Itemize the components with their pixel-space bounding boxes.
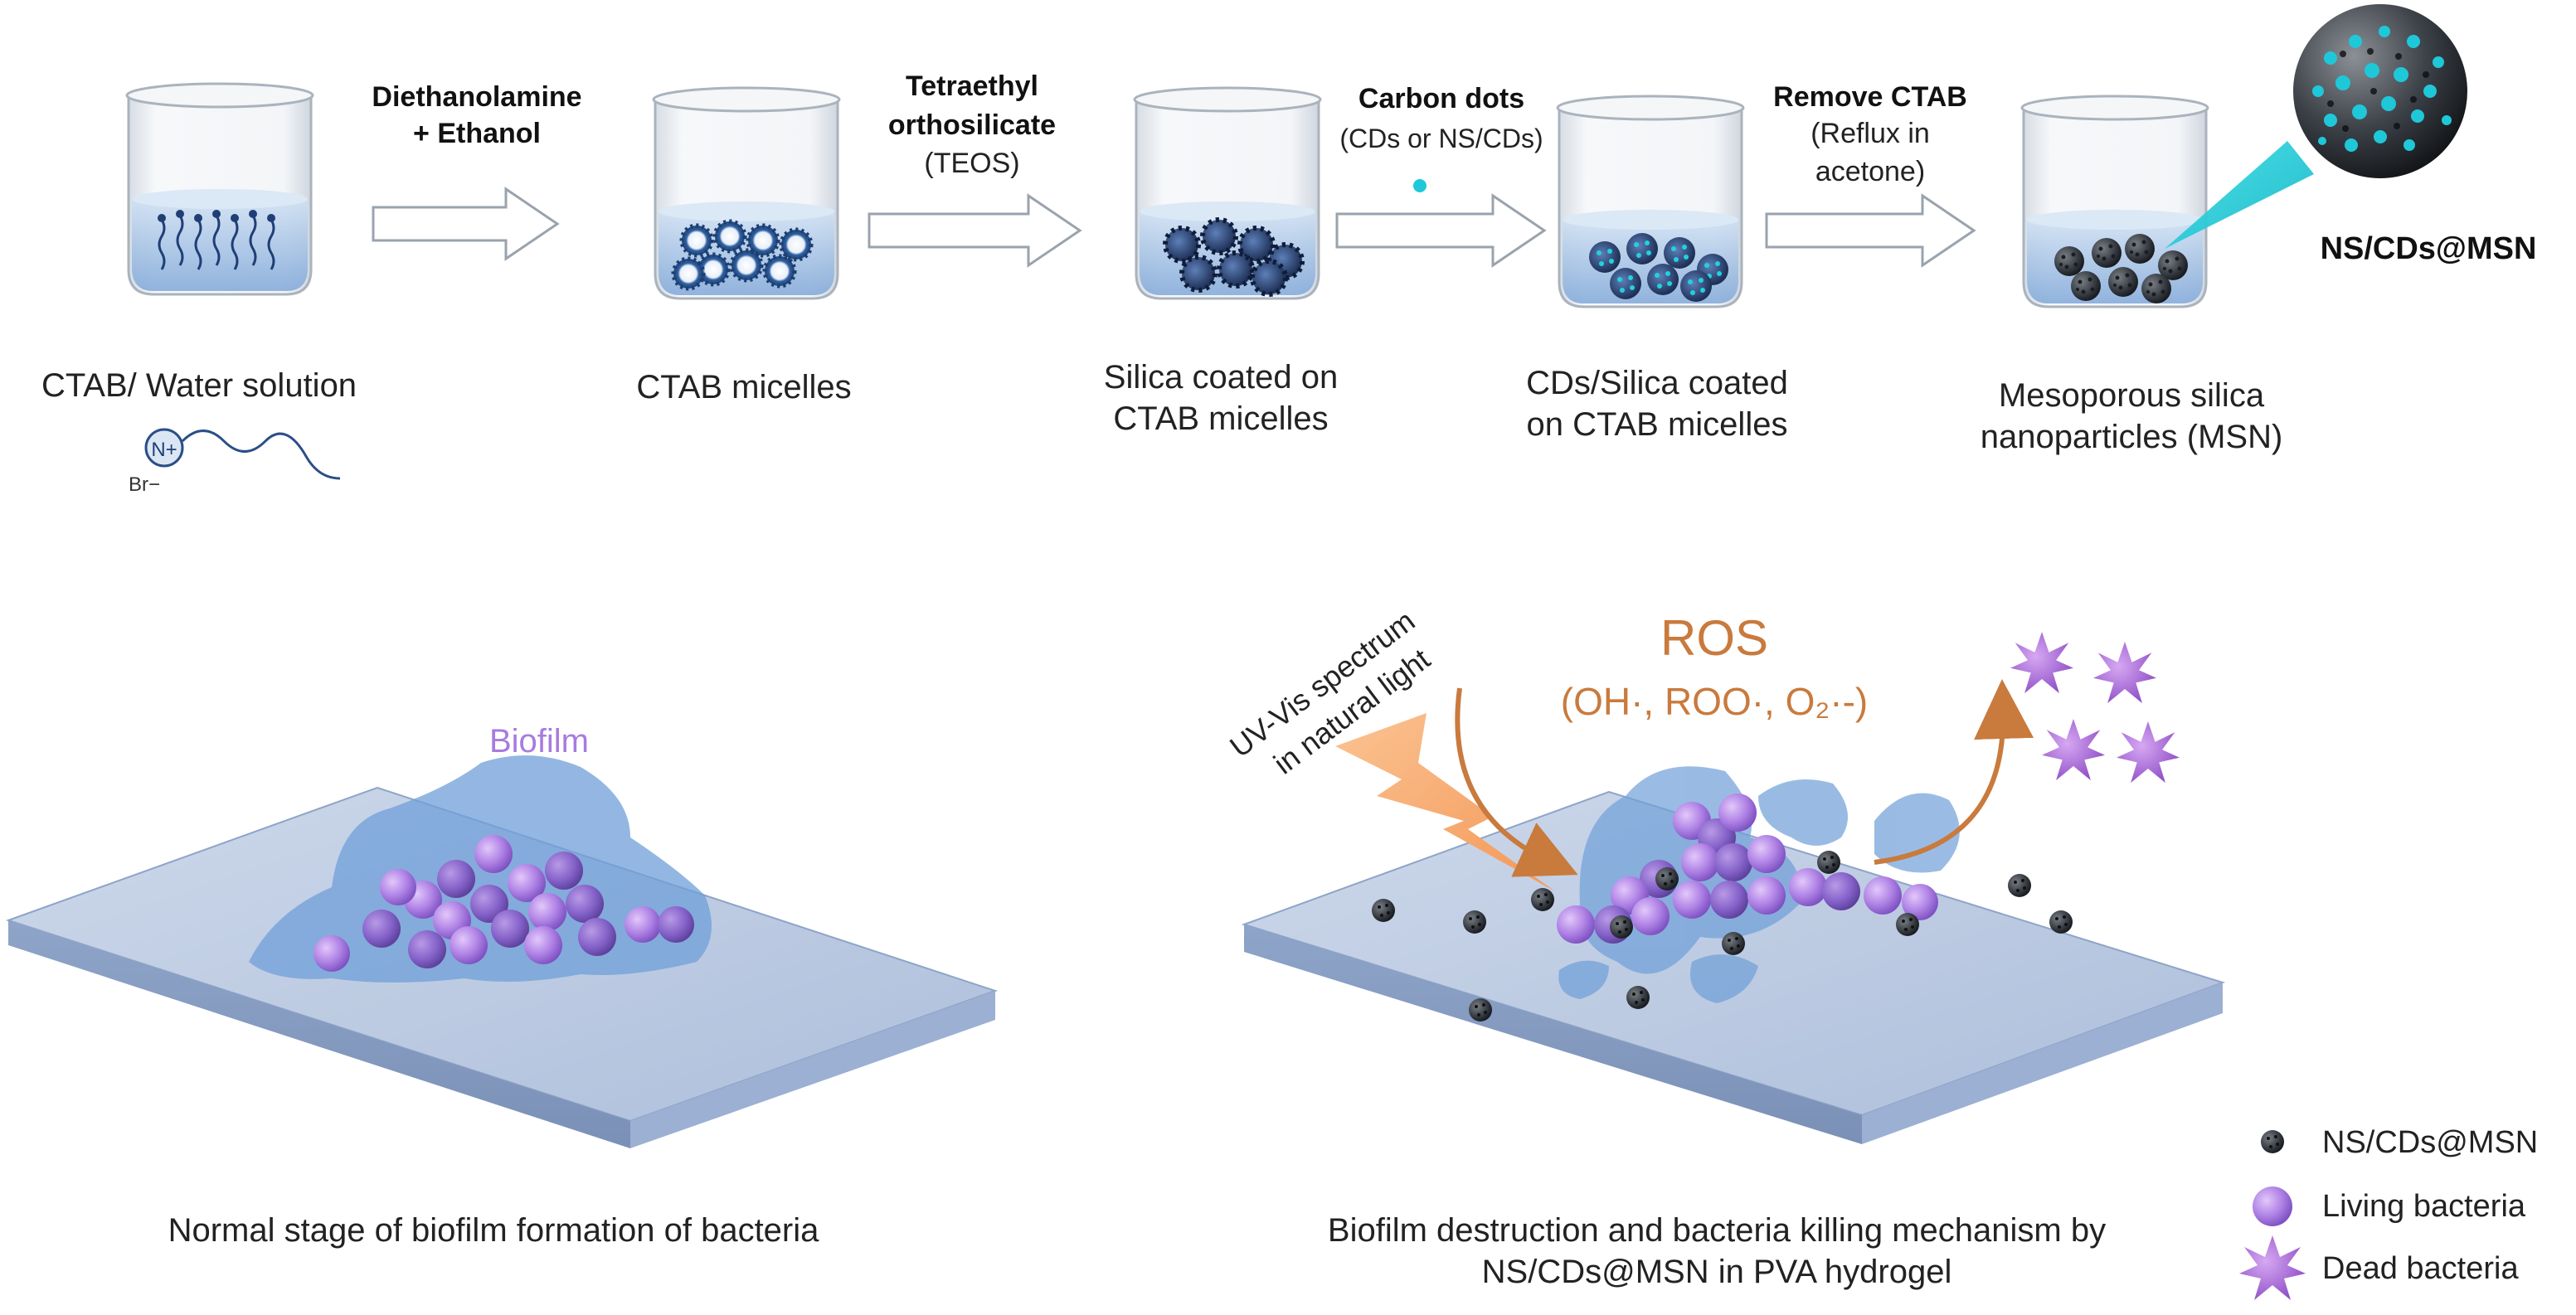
arrow1-label-line2: + Ethanol xyxy=(413,118,541,149)
legend-item-dead: Dead bacteria xyxy=(2322,1251,2519,1286)
product-label: NS/CDs@MSN xyxy=(2321,231,2537,266)
step1-label: CTAB/ Water solution xyxy=(41,367,357,404)
step4-label-line1: CDs/Silica coated xyxy=(1526,365,1788,401)
arrow2-label-line1: Tetraethyl xyxy=(906,70,1038,102)
beaker-silica-coated xyxy=(1133,86,1322,300)
ros-title: ROS xyxy=(1660,610,1768,666)
step5-label-line1: Mesoporous silica xyxy=(1999,377,2265,414)
process-arrow-2 xyxy=(868,193,1082,268)
legend-msn-icon xyxy=(2261,1130,2284,1153)
arrow1-label-line1: Diethanolamine xyxy=(372,81,581,113)
arrow2-label-line3: (TEOS) xyxy=(924,148,1019,179)
carbon-dot-icon xyxy=(1413,179,1427,192)
legend-item-living: Living bacteria xyxy=(2322,1189,2526,1224)
step4-label-line2: on CTAB micelles xyxy=(1527,406,1788,443)
beaker-msn xyxy=(2020,95,2209,308)
ros-arrow-out xyxy=(1874,679,2034,865)
step2-label: CTAB micelles xyxy=(636,369,851,405)
ros-species: (OH·, ROO·, O₂·-) xyxy=(1561,680,1868,723)
beaker-ctab-micelles xyxy=(652,86,841,300)
arrow3-label-line2: (CDs or NS/CDs) xyxy=(1339,124,1543,153)
beaker-ctab-water xyxy=(125,82,314,296)
ctab-molecule-icon: N+ Br− xyxy=(129,428,341,496)
process-arrow-1 xyxy=(372,187,560,261)
msn-sphere-zoom xyxy=(2293,4,2467,178)
molecule-anion: Br− xyxy=(129,473,160,496)
arrow4-label-line3: acetone) xyxy=(1815,156,1925,187)
biofilm-label: Biofilm xyxy=(489,723,589,759)
step3-label-line2: CTAB micelles xyxy=(1113,400,1328,437)
zoom-beam xyxy=(2165,141,2314,249)
legend-item-msn: NS/CDs@MSN xyxy=(2322,1125,2538,1160)
light-bolt-icon xyxy=(1335,713,1555,891)
step3-label-line1: Silica coated on xyxy=(1104,359,1338,395)
legend: NS/CDs@MSN Living bacteria Dead bacteria xyxy=(2239,1125,2538,1300)
step5-label-line2: nanoparticles (MSN) xyxy=(1981,419,2283,455)
left-caption: Normal stage of biofilm formation of bac… xyxy=(168,1212,820,1249)
left-bacteria-cluster xyxy=(313,835,694,972)
ros-arrow-in xyxy=(1455,687,1578,877)
process-arrow-4 xyxy=(1765,193,1976,268)
legend-living-icon xyxy=(2253,1186,2292,1226)
dead-bacteria-group xyxy=(2010,632,2180,784)
arrow3-label-line1: Carbon dots xyxy=(1358,83,1524,114)
legend-dead-icon xyxy=(2239,1235,2306,1300)
arrow2-label-line2: orthosilicate xyxy=(888,109,1056,141)
arrow4-label-line2: (Reflux in xyxy=(1810,118,1930,149)
arrow4-label-line1: Remove CTAB xyxy=(1773,81,1967,113)
process-arrow-3 xyxy=(1335,193,1547,268)
beaker-cds-silica xyxy=(1556,95,1745,308)
right-caption-line1: Biofilm destruction and bacteria killing… xyxy=(1328,1212,2106,1249)
molecule-cation: N+ xyxy=(151,439,177,461)
right-caption-line2: NS/CDs@MSN in PVA hydrogel xyxy=(1482,1254,1952,1290)
